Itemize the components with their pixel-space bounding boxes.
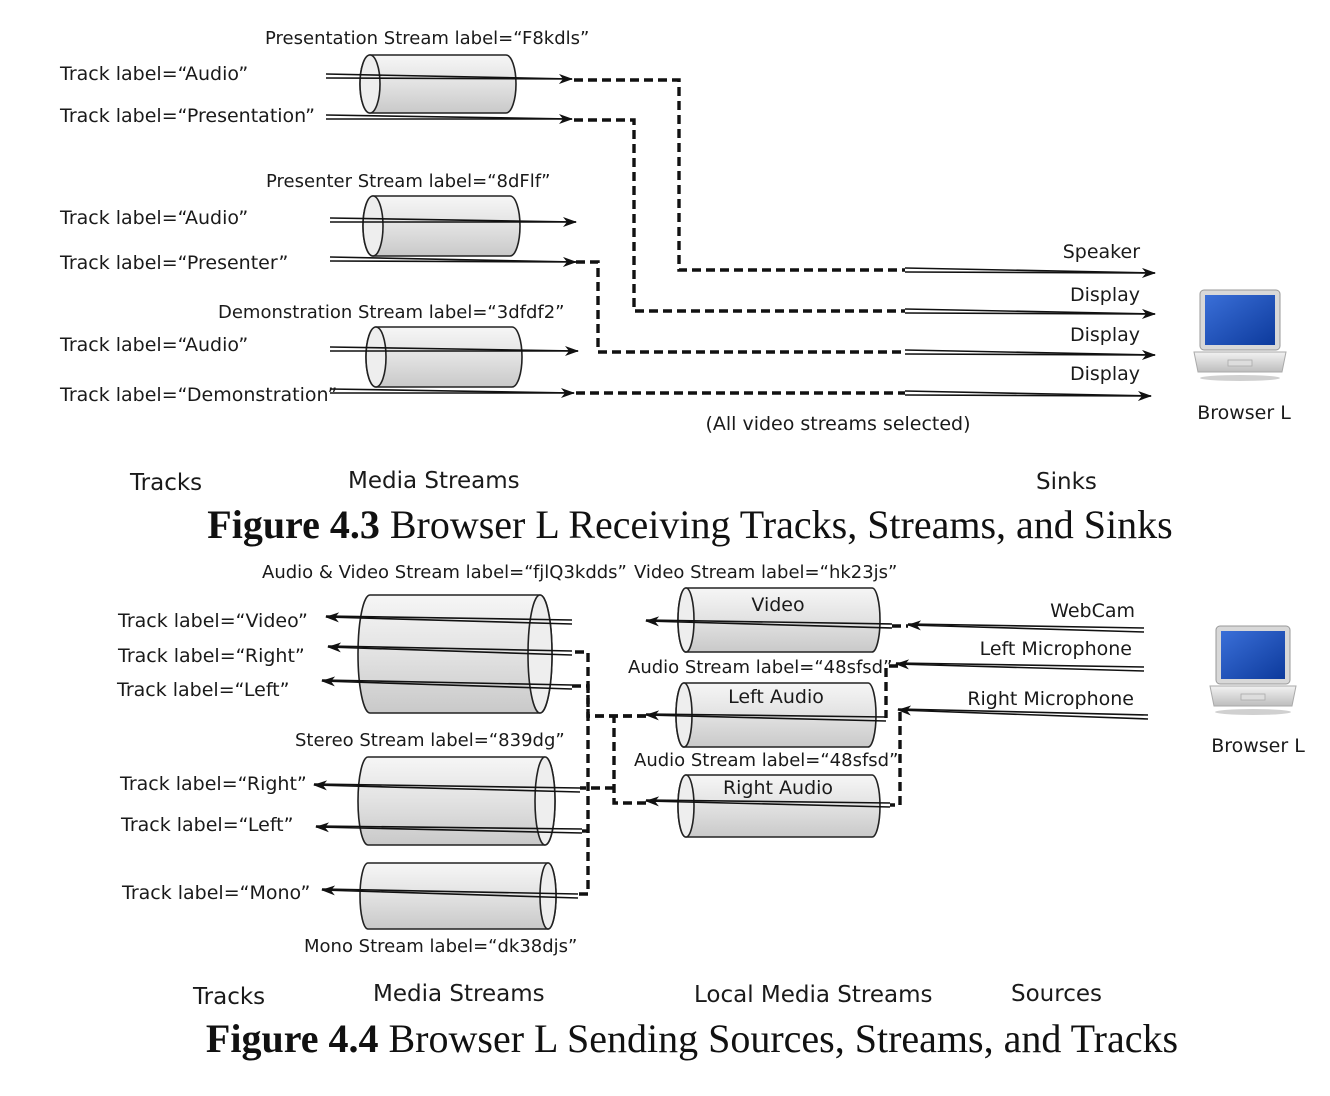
stream-label-demonstration: Demonstration Stream label=“3dfdf2” [218,302,565,323]
track-label-av-video: Track label=“Video” [117,610,308,632]
source-label-webcam: WebCam [1050,600,1135,622]
local-stream-right-audio: Right Audio [723,777,833,799]
caption-4-4: Figure 4.4 Browser L Sending Sources, St… [206,1016,1178,1061]
sink-arrows [904,267,1156,401]
track-label-stereo-right: Track label=“Right” [119,773,307,795]
dashed-routes-4-3 [574,78,905,395]
track-arrows-4-4 [313,612,583,899]
browser-label-4-3: Browser L [1197,402,1291,424]
sink-label-display-3: Display [1070,363,1140,385]
cylinder-local-right-audio [677,774,881,838]
laptop-icon [1209,625,1297,715]
stream-label-av: Audio & Video Stream label=“fjlQ3kdds” [262,562,627,583]
sink-label-display-1: Display [1070,284,1140,306]
stream-label-presentation: Presentation Stream label=“F8kdls” [265,28,589,49]
track-label-mono: Track label=“Mono” [121,882,310,904]
track-label-presenter-audio: Track label=“Audio” [59,207,248,229]
cylinder-presentation-stream [359,54,517,114]
stream-label-stereo: Stereo Stream label=“839dg” [295,730,565,751]
stream-label-mono: Mono Stream label=“dk38djs” [304,936,577,957]
category-sinks-4-3: Sinks [1036,469,1097,495]
track-arrows-4-3 [325,73,579,398]
category-local-media-streams: Local Media Streams [694,982,933,1008]
dashed-routes-4-4 [572,624,908,896]
track-label-presentation-video: Track label=“Presentation” [59,105,315,127]
cylinder-presenter-stream [362,195,521,257]
source-arrows [895,620,1149,720]
track-label-demonstration-audio: Track label=“Audio” [59,334,248,356]
cylinder-demonstration-stream [365,326,523,388]
caption-text-4-4: Browser L Sending Sources, Streams, and … [379,1016,1179,1061]
track-label-presenter-video: Track label=“Presenter” [59,252,288,274]
local-stream-arrows [645,616,893,808]
source-label-right-mic: Right Microphone [967,688,1134,710]
track-label-stereo-left: Track label=“Left” [120,814,293,836]
track-label-av-right: Track label=“Right” [117,645,305,667]
local-stream-video: Video [751,594,804,616]
stream-label-video: Video Stream label=“hk23js” [634,562,897,583]
caption-number-4-3: Figure 4.3 [207,502,380,547]
track-label-demonstration-video: Track label=“Demonstration” [59,384,337,406]
note-video-streams: (All video streams selected) [705,413,970,435]
category-media-streams-4-3: Media Streams [348,468,520,494]
category-media-streams-4-4: Media Streams [373,981,545,1007]
category-sources: Sources [1011,981,1102,1007]
category-tracks-4-3: Tracks [129,470,202,496]
caption-text-4-3: Browser L Receiving Tracks, Streams, and… [380,502,1173,547]
cylinder-mono-stream [359,862,557,930]
stream-label-audio-left: Audio Stream label=“48sfsd” [628,657,892,678]
stream-label-audio-right: Audio Stream label=“48sfsd” [634,750,898,771]
local-stream-left-audio: Left Audio [728,686,824,708]
figure-4-3: Presentation Stream label=“F8kdls” Prese… [59,28,1291,547]
caption-4-3: Figure 4.3 Browser L Receiving Tracks, S… [207,502,1172,547]
category-tracks-4-4: Tracks [192,984,265,1010]
cylinder-stereo-stream [357,756,556,846]
stream-label-presenter: Presenter Stream label=“8dFlf” [266,171,550,192]
track-label-av-left: Track label=“Left” [116,679,289,701]
sink-label-speaker: Speaker [1063,241,1140,263]
browser-label-4-4: Browser L [1211,735,1305,757]
figure-4-4: Audio & Video Stream label=“fjlQ3kdds” V… [116,562,1305,1061]
source-label-left-mic: Left Microphone [980,638,1132,660]
laptop-icon [1193,289,1287,381]
caption-number-4-4: Figure 4.4 [206,1016,379,1061]
sink-label-display-2: Display [1070,324,1140,346]
track-label-presentation-audio: Track label=“Audio” [59,63,248,85]
